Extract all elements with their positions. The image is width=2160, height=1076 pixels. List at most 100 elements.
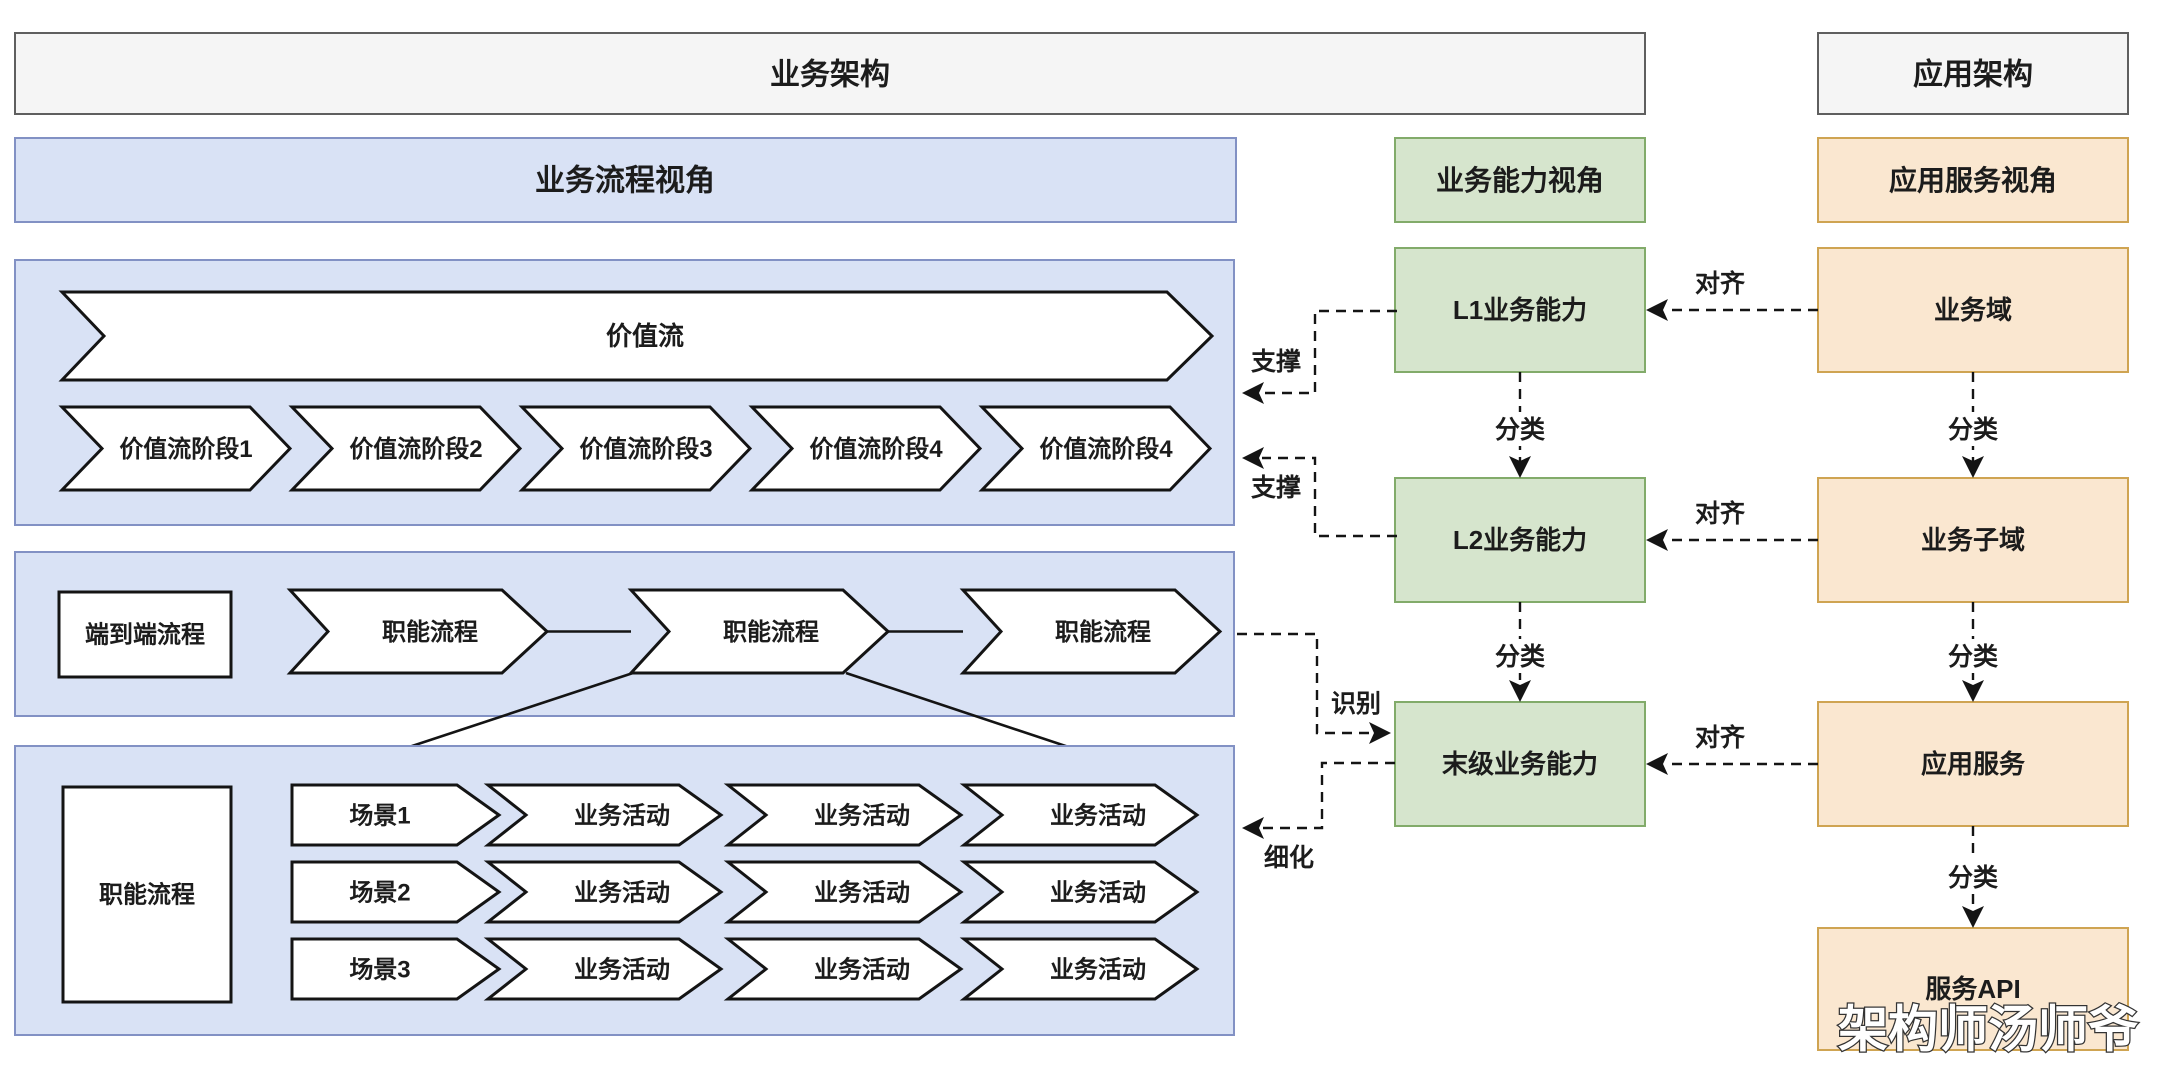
- scene-label: 场景3: [349, 956, 410, 983]
- business-capability-view-header: 业务能力视角: [1394, 137, 1646, 223]
- support-label: 支撑: [1251, 473, 1301, 502]
- label-bg: [1940, 860, 2006, 894]
- support-edge: [1262, 309, 1397, 395]
- activity-label: 业务活动: [574, 878, 670, 906]
- activity-arrow: [723, 783, 964, 847]
- business-domain-label: 业务域: [1934, 295, 2012, 325]
- value-stream-stage-arrow: [518, 405, 753, 492]
- arrow-down-icon: [1962, 456, 1984, 478]
- business-process-view-title: 业务流程视角: [535, 165, 715, 198]
- activity-arrow: [723, 860, 964, 924]
- align-label: 对齐: [1695, 499, 1746, 528]
- leaf-capability-label: 末级业务能力: [1442, 749, 1598, 779]
- activity-arrow: [483, 860, 724, 924]
- service-api-label: 服务API: [1925, 974, 2020, 1004]
- value-stream-stage-arrow: [58, 405, 293, 492]
- watermark: 架构师汤师爷: [1838, 1002, 2138, 1058]
- l2-capability-label: L2业务能力: [1453, 525, 1587, 555]
- arrow-left-icon: [1242, 817, 1264, 839]
- refine-label: 细化: [1264, 843, 1314, 872]
- application-service-view-box: [1817, 137, 2129, 223]
- scene-arrow: [290, 783, 502, 847]
- application-service-view-title: 应用服务视角: [1889, 164, 2057, 196]
- support-edge: [1262, 456, 1397, 538]
- value-stream-stage-arrow: [748, 405, 983, 492]
- activity-arrow: [959, 860, 1200, 924]
- align-label: 对齐: [1695, 269, 1746, 298]
- align-label: 对齐: [1695, 723, 1746, 752]
- value-stream-label: 价值流: [606, 321, 684, 351]
- value-stream-stage-label: 价值流阶段1: [119, 435, 252, 463]
- end-to-end-process-box: [57, 590, 233, 679]
- value-stream-stage-arrow: [978, 405, 1213, 492]
- business-process-view-header: 业务流程视角: [14, 137, 1237, 223]
- service-api-box: [1817, 927, 2129, 1051]
- activity-arrow: [959, 937, 1200, 1001]
- scene-label: 场景1: [349, 802, 410, 829]
- l1-capability-box: [1394, 247, 1646, 373]
- business-subdomain-label: 业务子域: [1921, 525, 2025, 555]
- functional-process-label: 职能流程: [723, 618, 819, 646]
- end-to-end-process-label: 端到端流程: [85, 621, 205, 648]
- scene-arrow: [290, 860, 502, 924]
- functional-process-arrow: [627, 588, 891, 675]
- activity-label: 业务活动: [574, 801, 670, 829]
- value-stream-arrow: [58, 290, 1215, 382]
- value-stream-stage-label: 价值流阶段2: [349, 435, 482, 463]
- arrow-left-icon: [1646, 529, 1668, 551]
- support-edges: 支撑 支撑: [1242, 309, 1397, 538]
- activity-label: 业务活动: [574, 955, 670, 983]
- functional-process-label: 职能流程: [1055, 618, 1151, 646]
- arrow-down-icon: [1962, 680, 1984, 702]
- functional-process-detail-box: [61, 785, 233, 1004]
- identify-edge-line: [1237, 632, 1371, 735]
- value-stream-stage-label: 价值流阶段4: [1039, 435, 1173, 463]
- application-service-label: 应用服务: [1921, 749, 2025, 779]
- service-column: 业务域 业务子域 应用服务 服务API 分类 分类 分类: [1817, 247, 2129, 1051]
- classify-label: 分类: [1948, 864, 1999, 892]
- classify-label: 分类: [1948, 643, 1999, 671]
- application-service-box: [1817, 701, 2129, 827]
- arrow-left-icon: [1242, 447, 1264, 469]
- classify-label: 分类: [1495, 643, 1546, 671]
- arrow-left-icon: [1646, 753, 1668, 775]
- support-label: 支撑: [1251, 347, 1301, 376]
- arrow-down-icon: [1509, 680, 1531, 702]
- business-domain-box: [1817, 247, 2129, 373]
- identify-label: 识别: [1331, 690, 1381, 718]
- arrow-down-icon: [1962, 906, 1984, 928]
- label-bg: [1487, 412, 1553, 446]
- business-architecture-title: 业务架构: [770, 59, 890, 92]
- business-architecture-box: [14, 32, 1646, 115]
- refine-edge-line: [1262, 761, 1395, 830]
- value-stream-stage-label: 价值流阶段3: [579, 435, 712, 463]
- label-bg: [1940, 639, 2006, 673]
- leaf-capability-box: [1394, 701, 1646, 827]
- label-bg: [1940, 412, 2006, 446]
- activity-arrow: [483, 783, 724, 847]
- business-architecture-header: 业务架构: [14, 32, 1646, 115]
- l1-capability-label: L1业务能力: [1453, 295, 1587, 325]
- application-architecture-box: [1817, 32, 2129, 115]
- activity-label: 业务活动: [814, 878, 910, 906]
- functional-process-arrow: [286, 588, 550, 675]
- activity-label: 业务活动: [1050, 878, 1146, 906]
- arrow-right-icon: [1369, 722, 1391, 744]
- refine-edge: 细化: [1242, 761, 1395, 872]
- activity-arrow: [723, 937, 964, 1001]
- capability-column: L1业务能力 L2业务能力 末级业务能力 分类 分类: [1394, 247, 1646, 827]
- value-stream-stage-label: 价值流阶段4: [809, 435, 943, 463]
- activity-arrow: [483, 937, 724, 1001]
- arrow-left-icon: [1242, 382, 1264, 404]
- scene-label: 场景2: [349, 879, 410, 906]
- functional-process-arrow: [959, 588, 1223, 675]
- activity-label: 业务活动: [1050, 955, 1146, 983]
- label-bg: [1487, 639, 1553, 673]
- business-capability-view-title: 业务能力视角: [1436, 164, 1604, 196]
- scene-arrow: [290, 937, 502, 1001]
- identify-edge: 识别: [1237, 632, 1391, 744]
- application-service-view-header: 应用服务视角: [1817, 137, 2129, 223]
- classify-label: 分类: [1948, 416, 1999, 444]
- application-architecture-title: 应用架构: [1913, 58, 2033, 92]
